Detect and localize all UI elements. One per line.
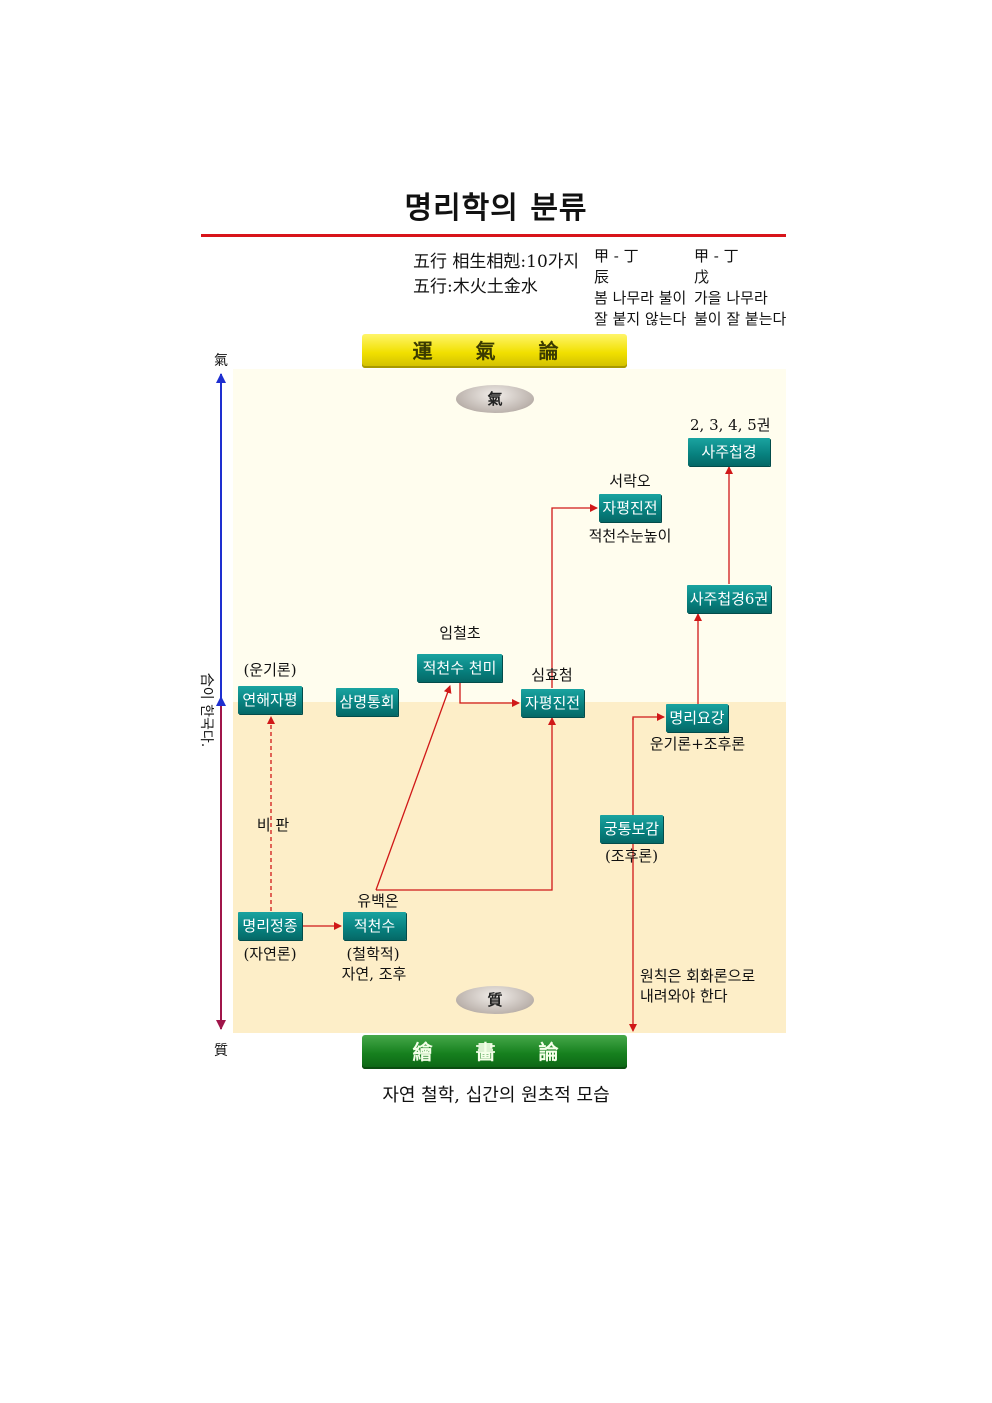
label-principle-2: 내려와야 한다 [640,987,728,1005]
box-sammyeong-tonghoe: 삼명통회 [336,688,398,716]
label-ungiron-johu: 운기론+조후론 [649,735,746,753]
box-yeonhae-japyeong: 연해자평 [238,686,302,714]
label-jayeon-johu: 자연, 조후 [341,965,407,983]
note-col1-row: 辰 [594,268,610,286]
box-saju-cheopgyeong-6: 사주첩경6권 [687,585,771,613]
box-saju-cheopgyeong: 사주첩경 [688,438,770,466]
box-gungtong-bogam: 궁통보감 [600,815,663,843]
unki-banner: 運 氣 論 [362,334,627,368]
label-simhyocheom: 심효첨 [531,666,573,684]
label-jeokcheon-note: 적천수눈높이 [588,527,672,545]
arrow-to-japyeong [376,717,556,891]
qi-region [233,369,786,702]
box-jeokcheonsu: 적천수 [343,912,406,940]
note-line1: 五行 相生相剋:10가지 [413,252,580,272]
substance-region [233,702,786,1033]
note-col1-row: 봄 나무라 불이 [594,289,687,307]
box-myeongri-yogang: 명리요강 [666,704,728,732]
note-col1-row: 잘 붙지 않는다 [594,310,687,328]
label-yubaegon: 유백온 [357,892,399,910]
label-principle-1: 원칙은 회화론으로 [640,967,756,985]
box-japyeong-jinjeon: 자평진전 [521,689,584,717]
page-title: 명리학의 분류 [404,191,588,226]
axis-top-label: 氣 [214,353,228,369]
note-col2-row: 戊 [694,268,710,286]
label-critique: 비 판 [256,816,290,834]
box-myeongri-jeongjong: 명리정종 [238,912,302,940]
box-japyeong-jinjeom: 자평진전 [599,494,661,522]
label-jayeonron: (자연론) [243,945,297,963]
note-col1: 甲 - 丁 辰 봄 나무라 불이 잘 붙지 않는다 [594,246,686,330]
note-col1-row: 甲 - 丁 [594,247,639,265]
box-jeokcheonsu-cheonmi: 적천수 천미 [417,654,502,682]
label-imcheolcho: 임철초 [439,624,481,642]
hoehwa-banner: 繪 畵 論 [362,1035,627,1069]
arrow-japyeong-up [551,504,598,688]
label-volumes: 2, 3, 4, 5권 [690,416,771,434]
label-johuron: (조후론) [604,847,659,865]
axis-bottom-label: 質 [214,1043,228,1059]
arrow-cheonmi-to-japyeong [459,682,520,707]
label-cheolhakjeok: (철학적) [346,945,400,963]
title-divider [201,234,786,237]
note-col2-row: 甲 - 丁 [694,247,739,265]
arrow-to-cheonmi [375,685,452,891]
arrow-to-yogang [632,713,665,721]
axis-side-label: 合이 한국다. [198,672,214,748]
caption: 자연 철학, 십간의 원초적 모습 [382,1085,610,1106]
label-seorak: 서락오 [609,472,651,490]
qi-oval: 氣 [456,385,534,413]
note-col2: 甲 - 丁 戊 가을 나무라 불이 잘 붙는다 [694,246,786,330]
note-line2: 五行:木火土金水 [413,277,538,297]
substance-oval: 質 [456,986,534,1014]
note-col2-row: 가을 나무라 [694,289,768,307]
label-ungiron: (운기론) [243,661,297,679]
note-col2-row: 불이 잘 붙는다 [694,310,787,328]
